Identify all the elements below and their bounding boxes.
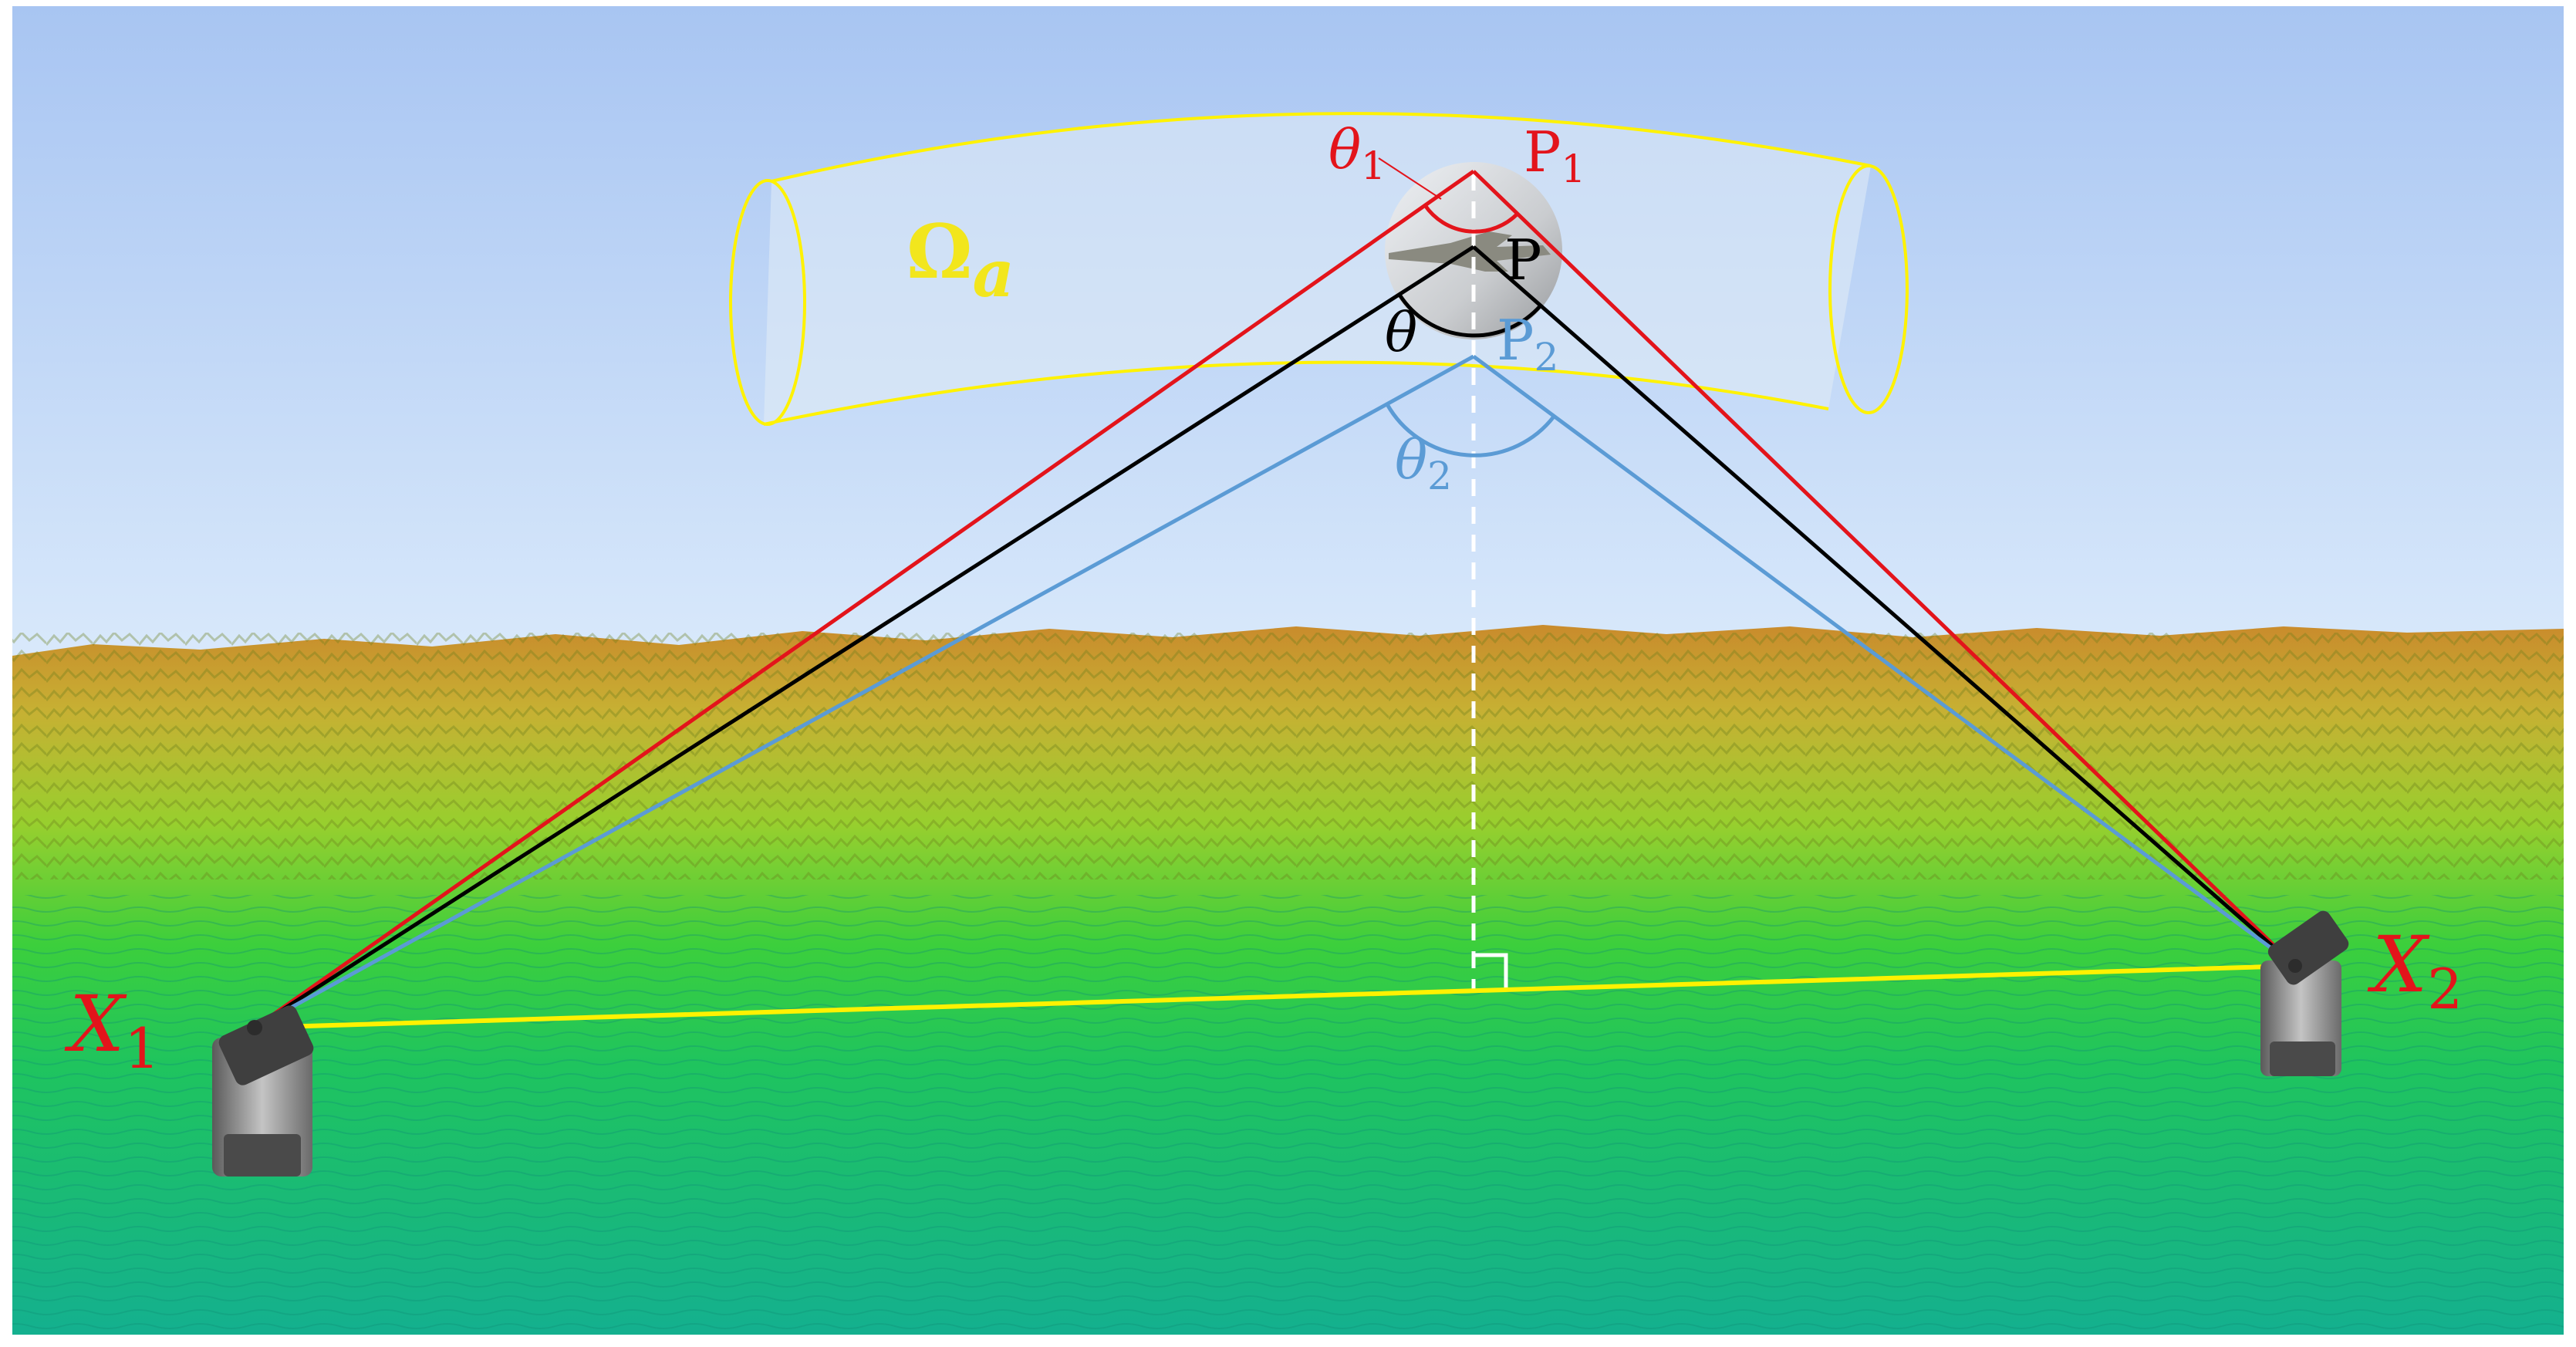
theta1-main: θ [1329, 118, 1361, 181]
sight-lines-p1 [253, 169, 2297, 1030]
theta1-sub: 1 [1361, 143, 1386, 188]
terrain-ridges [12, 633, 2564, 879]
x2-sub: 2 [2427, 957, 2463, 1021]
uncertainty-region [729, 112, 1909, 426]
sight-lines-p [253, 245, 2297, 1030]
theta2-label: θ2 [1395, 428, 1452, 498]
p1-sub: 1 [1561, 147, 1585, 191]
theta1-label: θ1 [1329, 118, 1386, 188]
radar-station-right [2260, 910, 2349, 1076]
omega-a-sub: a [972, 235, 1014, 312]
baseline [254, 964, 2296, 1030]
theta2-arc [1385, 403, 1555, 457]
p1-label: P1 [1524, 120, 1585, 191]
sea-waves [12, 895, 2564, 1335]
theta2-main: θ [1395, 428, 1427, 491]
theta-main: θ [1385, 301, 1417, 364]
p-main: P [1504, 228, 1541, 292]
sight-lines-p2 [253, 354, 2297, 1030]
x1-sub: 1 [124, 1016, 160, 1081]
theta1-arc [1423, 204, 1519, 234]
x1-label: X1 [64, 979, 160, 1081]
theta-label: θ [1385, 301, 1417, 364]
p2-main: P [1497, 308, 1534, 373]
p1-main: P [1524, 120, 1561, 184]
x1-main: X [64, 979, 127, 1069]
x2-label: X2 [2367, 920, 2463, 1021]
theta2-sub: 2 [1427, 454, 1452, 498]
x2-main: X [2367, 920, 2430, 1010]
p-label: P [1504, 228, 1541, 292]
omega-a-main: Ω [906, 208, 972, 295]
right-angle-marker [1474, 953, 1508, 990]
p2-label: P2 [1497, 308, 1558, 380]
omega-a-label: Ωa [906, 208, 1015, 312]
p2-sub: 2 [1534, 335, 1558, 380]
theta1-pointer [1378, 157, 1442, 200]
theta-arc [1397, 293, 1542, 338]
radar-station-left [212, 1005, 314, 1177]
